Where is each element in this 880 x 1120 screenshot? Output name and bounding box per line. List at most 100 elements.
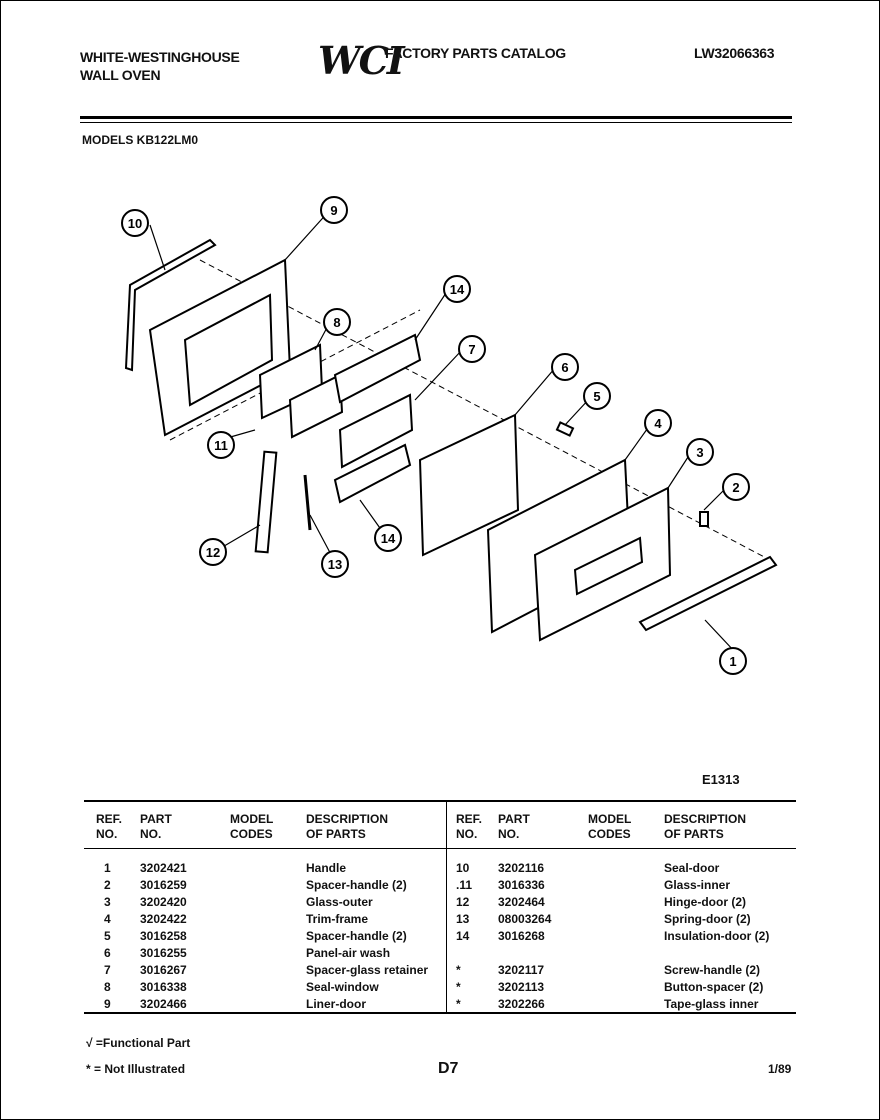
cell-part: 3202266 (498, 997, 545, 1011)
cell-part: 3016338 (140, 980, 187, 994)
exploded-door-diagram: 10 9 8 14 7 6 5 4 3 2 1 11 12 13 14 (121, 196, 778, 675)
cell-part: 08003264 (498, 912, 552, 926)
cell-part: 3202117 (498, 963, 545, 977)
svg-text:5: 5 (593, 389, 600, 404)
spacer-glass-retainer-part (338, 393, 414, 469)
catalog-date: 1/89 (768, 1062, 792, 1076)
header-ref: REF.NO. (96, 812, 123, 841)
callout-8: 8 (323, 308, 351, 336)
svg-text:11: 11 (214, 438, 228, 453)
svg-text:4: 4 (654, 416, 662, 431)
callout-3: 3 (686, 438, 714, 466)
callout-10: 10 (121, 209, 149, 237)
cell-desc: Glass-inner (664, 878, 731, 892)
cell-part: 3016255 (140, 946, 187, 960)
cell-ref: * (456, 997, 461, 1011)
callout-13: 13 (321, 550, 349, 578)
brand-line-1: WHITE-WESTINGHOUSE (80, 49, 240, 65)
cell-part: 3202421 (140, 861, 187, 875)
cell-ref: 13 (456, 912, 470, 926)
cell-ref: 10 (456, 861, 470, 875)
table-top-rule (84, 800, 796, 802)
svg-text:2: 2 (732, 480, 739, 495)
cell-desc: Trim-frame (306, 912, 369, 926)
spacer-handle-2-part (699, 511, 709, 527)
cell-part: 3202464 (498, 895, 545, 909)
not-illustrated-note: * = Not Illustrated (86, 1062, 186, 1076)
callout-9: 9 (320, 196, 348, 224)
cell-ref: 1 (104, 861, 111, 875)
header-rule (80, 116, 792, 119)
cell-desc: Handle (306, 861, 347, 875)
callout-14-upper: 14 (443, 275, 471, 303)
cell-part: 3016267 (140, 963, 187, 977)
cell-part: 3016268 (498, 929, 545, 943)
cell-desc: Screw-handle (2) (664, 963, 761, 977)
cell-desc: Hinge-door (2) (664, 895, 746, 909)
callout-1: 1 (719, 647, 747, 675)
callout-4: 4 (644, 409, 672, 437)
callout-5: 5 (583, 382, 611, 410)
handle-part (638, 555, 778, 632)
table-column-divider (446, 802, 447, 1012)
cell-ref: 6 (104, 946, 111, 960)
insulation-upper-part (333, 333, 422, 404)
cell-ref: 4 (104, 912, 111, 926)
cell-desc: Seal-door (664, 861, 720, 875)
cell-desc: Button-spacer (2) (664, 980, 764, 994)
cell-desc: Insulation-door (2) (664, 929, 770, 943)
callout-14-lower: 14 (374, 524, 402, 552)
figure-number: E1313 (702, 772, 740, 787)
catalog-title: FACTORY PARTS CATALOG (385, 45, 566, 61)
table-header-rule (84, 848, 796, 849)
cell-desc: Tape-glass inner (664, 997, 759, 1011)
callout-6: 6 (551, 353, 579, 381)
cell-part: 3016259 (140, 878, 187, 892)
cell-desc: Glass-outer (306, 895, 373, 909)
cell-ref: 3 (104, 895, 111, 909)
svg-text:8: 8 (333, 315, 340, 330)
cell-part: 3202113 (498, 980, 545, 994)
svg-text:3: 3 (696, 445, 703, 460)
cell-ref: 12 (456, 895, 470, 909)
callout-7: 7 (458, 335, 486, 363)
cell-part: 3202116 (498, 861, 545, 875)
glass-outer-window (573, 536, 644, 596)
cell-ref: * (456, 980, 461, 994)
cell-desc: Panel-air wash (306, 946, 391, 960)
panel-air-wash-part (418, 413, 520, 557)
cell-ref: 14 (456, 929, 470, 943)
cell-desc: Spring-door (2) (664, 912, 751, 926)
svg-text:9: 9 (330, 203, 337, 218)
header-ref-right: REF.NO. (456, 812, 483, 841)
cell-ref: 7 (104, 963, 111, 977)
svg-text:7: 7 (468, 342, 475, 357)
svg-text:1: 1 (729, 654, 736, 669)
cell-ref: * (456, 963, 461, 977)
cell-desc: Spacer-glass retainer (306, 963, 429, 977)
cell-part: 3202420 (140, 895, 187, 909)
svg-text:12: 12 (206, 545, 220, 560)
cell-part: 3202466 (140, 997, 187, 1011)
callout-11: 11 (207, 431, 235, 459)
cell-ref: 5 (104, 929, 111, 943)
cell-ref: 8 (104, 980, 111, 994)
cell-ref: 2 (104, 878, 111, 892)
page-number: D7 (438, 1060, 459, 1077)
spacer-handle-part (555, 421, 575, 437)
header-rule-thin (80, 122, 792, 123)
liner-door-window (183, 293, 274, 407)
cell-desc: Spacer-handle (2) (306, 929, 407, 943)
spring-door-part (303, 474, 312, 531)
cell-part: 3202422 (140, 912, 187, 926)
alignment-line (199, 259, 771, 561)
cell-desc: Seal-window (306, 980, 379, 994)
svg-text:14: 14 (381, 531, 396, 546)
wci-logo: WCI (318, 38, 405, 83)
models-label: MODELS KB122LM0 (82, 133, 199, 147)
